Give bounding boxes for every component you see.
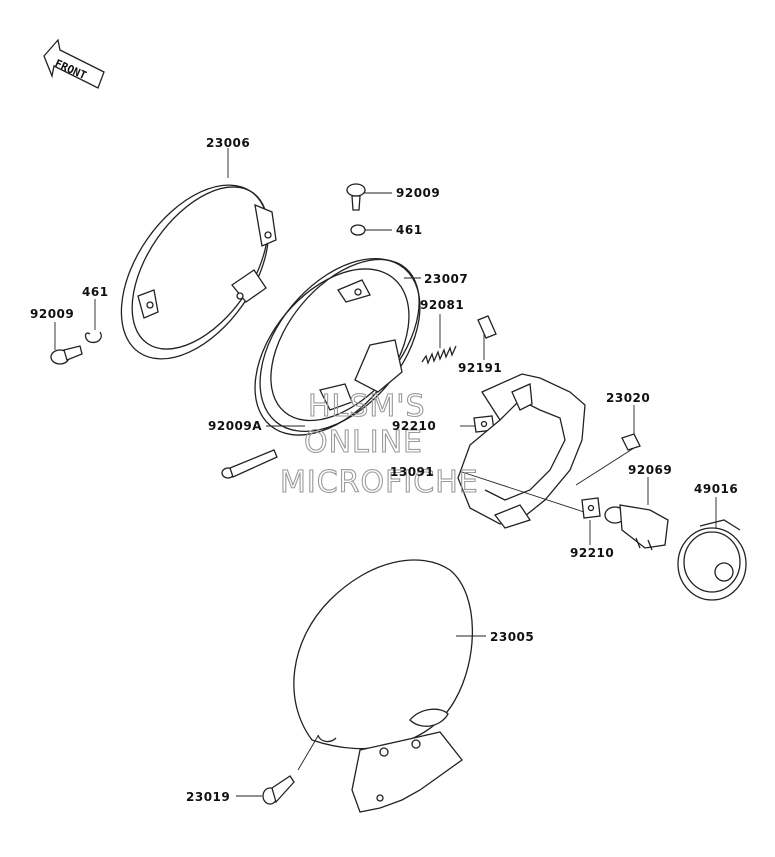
screw-top-part[interactable] [346,183,366,211]
label-23020[interactable]: 23020 [606,391,650,405]
rim-ring-part[interactable] [91,158,298,385]
rubber-cap-part[interactable] [677,519,747,601]
label-461-left[interactable]: 461 [82,285,109,299]
headlight-case-part[interactable] [293,559,473,813]
label-23019[interactable]: 23019 [186,790,230,804]
label-461-top[interactable]: 461 [396,223,423,237]
label-92009-left[interactable]: 92009 [30,307,74,321]
washer-top-part[interactable] [350,224,366,236]
spring-part[interactable] [421,345,457,365]
watermark-line-2: ONLINE [304,425,423,460]
label-92191[interactable]: 92191 [458,361,502,375]
watermark: HLSM'S ONLINE MICROFICHE [279,388,479,500]
watermark-line-1: HLSM'S [308,389,426,424]
label-49016[interactable]: 49016 [694,482,738,496]
bottom-bolt-part[interactable] [262,775,295,805]
housing-bracket-part[interactable] [224,229,451,465]
washer-left-part[interactable] [84,331,102,344]
collar-part[interactable] [477,315,497,339]
label-92210-lower[interactable]: 92210 [570,546,614,560]
socket-part[interactable] [621,433,641,451]
watermark-line-3: MICROFICHE [280,465,479,500]
label-92081[interactable]: 92081 [420,298,464,312]
nut-lower-part[interactable] [581,497,601,519]
long-bolt-part[interactable] [221,449,278,479]
label-92009-top[interactable]: 92009 [396,186,440,200]
part-labels: 23006 92009 461 23007 92081 461 92009 92… [30,136,738,804]
reflector-part[interactable] [457,373,586,529]
label-23006[interactable]: 23006 [206,136,250,150]
screw-left-part[interactable] [50,345,83,365]
leader-lines [54,148,717,797]
bulb-part[interactable] [604,504,669,551]
label-23005[interactable]: 23005 [490,630,534,644]
label-23007[interactable]: 23007 [424,272,468,286]
label-13091[interactable]: 13091 [390,465,434,479]
label-92069[interactable]: 92069 [628,463,672,477]
front-arrow-icon: FRONT [43,38,105,89]
label-92009A[interactable]: 92009A [208,419,262,433]
label-92210-upper[interactable]: 92210 [392,419,436,433]
